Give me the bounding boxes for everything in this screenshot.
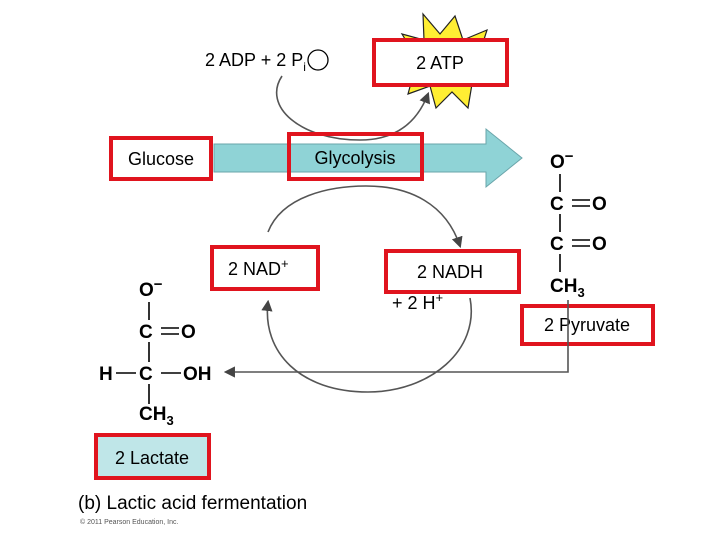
- svg-text:O: O: [592, 234, 607, 255]
- atp-formation-arc: [275, 75, 431, 141]
- svg-text:C: C: [139, 364, 153, 385]
- pyruvate-highlight-box: [520, 304, 655, 346]
- glucose-label: Glucose: [128, 149, 194, 169]
- atp-highlight-box: [372, 38, 509, 87]
- adp-pi-label: 2 ADP + 2 Pi: [205, 50, 306, 74]
- svg-text:CH3: CH3: [550, 276, 585, 300]
- pyruvate-to-lactate-arrow: [223, 300, 569, 378]
- svg-text:C: C: [139, 322, 153, 343]
- glucose-highlight-box: [109, 136, 213, 181]
- svg-text:C: C: [550, 194, 564, 215]
- svg-text:H: H: [99, 364, 113, 385]
- atp-label: 2 ATP: [416, 53, 464, 73]
- figure-caption: (b) Lactic acid fermentation: [78, 493, 307, 514]
- lactate-label: 2 Lactate: [115, 448, 189, 468]
- glycolysis-highlight-box: [287, 132, 424, 181]
- nad-label: 2 NAD+: [228, 256, 289, 279]
- nadh-highlight-box: [384, 249, 521, 294]
- lactate-highlight-box: [94, 433, 211, 480]
- nadh-protons-label: + 2 H+: [392, 290, 443, 313]
- svg-text:CH3: CH3: [139, 404, 174, 428]
- phosphate-circle: [307, 49, 329, 71]
- svg-text:C: C: [550, 234, 564, 255]
- copyright-notice: © 2011 Pearson Education, Inc.: [80, 518, 178, 526]
- svg-text:OH: OH: [183, 364, 212, 385]
- svg-text:O: O: [181, 322, 196, 343]
- lactate-structure: O− C O H C OH CH3: [99, 276, 212, 428]
- glycolysis-label: Glycolysis: [314, 148, 395, 168]
- nadh-label: 2 NADH: [417, 262, 483, 282]
- svg-text:O−: O−: [139, 276, 163, 301]
- svg-text:O: O: [592, 194, 607, 215]
- nad-highlight-box: [210, 245, 320, 291]
- pyruvate-structure: O− C O C O CH3: [550, 148, 607, 300]
- glycolysis-arrow: [213, 127, 523, 189]
- pyruvate-label: 2 Pyruvate: [544, 315, 630, 335]
- svg-text:O−: O−: [550, 148, 574, 173]
- nadh-to-nad-arc: [261, 297, 473, 393]
- nad-to-nadh-arc: [267, 185, 463, 249]
